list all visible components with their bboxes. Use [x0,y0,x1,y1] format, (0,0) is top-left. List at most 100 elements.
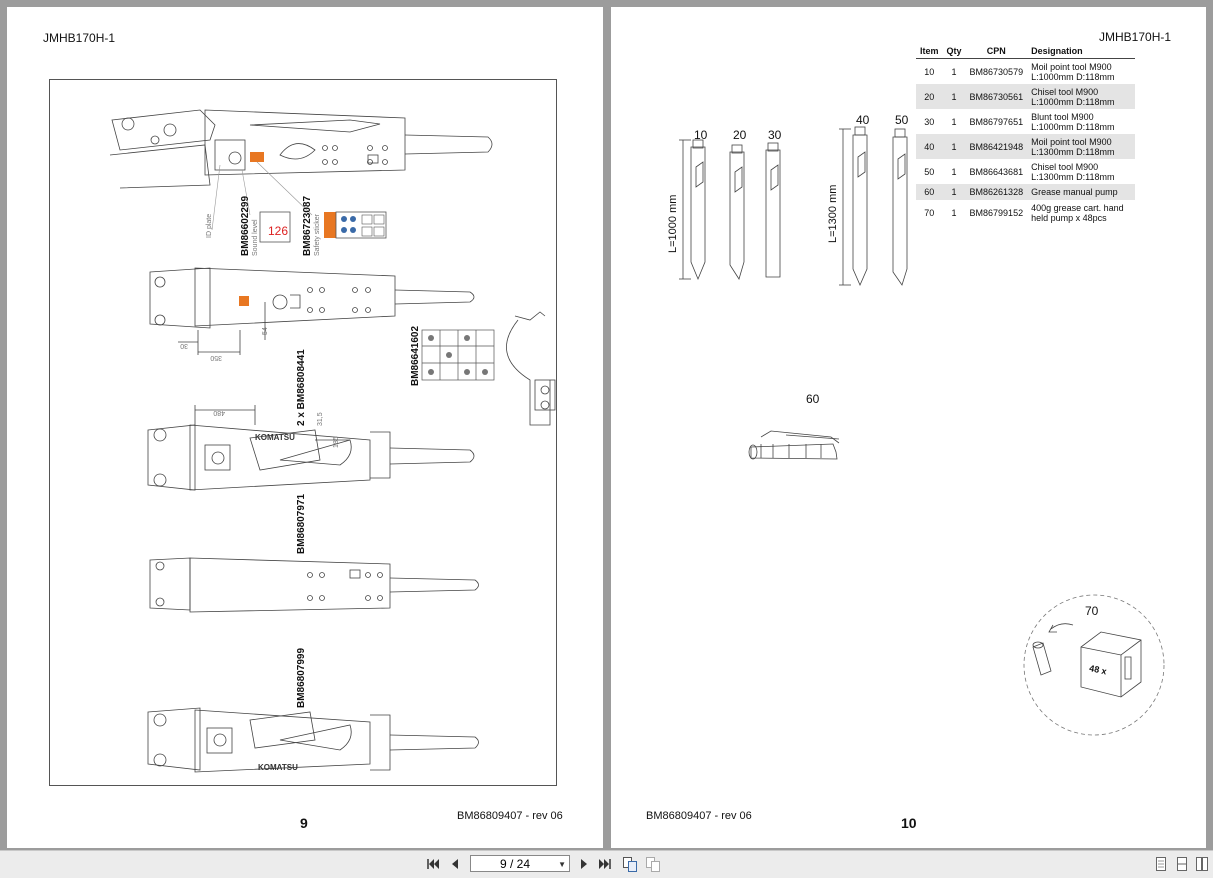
col-designation: Designation [1027,44,1136,59]
page-header: JMHB170H-1 [43,31,116,45]
prev-page-icon [452,859,458,869]
box-quantity-label: 48 x [1088,663,1107,676]
cell-cpn: BM86261328 [965,184,1028,200]
callout-side-decal: BM86807971 [296,493,307,554]
viewer-toolbar: 9 / 24 ▼ [0,850,1213,878]
cell-item: 30 [924,116,935,127]
col-item: Item [916,44,943,59]
table-row: 30 1 BM86797651 Blunt tool M900 L:1000mm… [916,109,1135,134]
brand-logo-top: KOMATSU [255,433,295,442]
page-number: 10 [901,815,917,831]
cell-item: 60 [916,184,943,200]
breaker-view-1: 126 30 350 54 [109,109,556,773]
cell-item: 10 [924,66,935,77]
single-page-view-button[interactable] [1154,856,1168,872]
paste-page-button[interactable] [645,856,661,872]
dim-350: 350 [210,354,222,361]
callout-sound-level: BM86602299 [240,195,251,256]
next-page-icon [581,859,587,869]
dim-185: 185 [333,436,340,448]
table-row: 70 1 BM86799152 400g grease cart. hand h… [916,200,1135,225]
last-page-icon [599,859,611,869]
table-row: 20 1 BM86730561 Chisel tool M900 L:1000m… [916,84,1136,109]
cell-qty: 1 [951,166,957,177]
doc-reference: BM86809407 - rev 06 [646,810,752,822]
sound-level-value: 126 [268,224,288,238]
tool-label-50: 50 [895,113,909,127]
page-selector[interactable]: 9 / 24 ▼ [470,855,570,872]
cell-qty: 1 [951,116,957,127]
doc-reference: BM86809407 - rev 06 [457,810,563,822]
col-cpn: CPN [965,44,1028,59]
decal-drawing-frame: 126 30 350 54 [49,79,557,786]
dim-54: 54 [262,327,269,335]
copy-page-button[interactable] [622,856,638,872]
cell-cpn: BM86799152 [969,207,1024,218]
cell-designation: Moil point tool M900 L:1000mm D:118mm [1031,61,1115,82]
parts-table: Item Qty CPN Designation 10 1 BM86730579… [916,44,1136,225]
table-row: 10 1 BM86730579 Moil point tool M900 L:1… [916,59,1135,85]
single-page-icon [1156,857,1166,871]
callout-bottom-decal: BM86807999 [296,647,307,708]
cartridge-label: 70 [1085,604,1099,618]
tool-label-20: 20 [733,128,747,142]
brand-logo-bottom: KOMATSU [258,763,298,772]
cell-cpn: BM86421948 [965,134,1028,159]
facing-pages-icon [1196,857,1208,871]
cell-cpn: BM86643681 [969,166,1024,177]
first-page-icon [427,859,439,869]
page-indicator: 9 / 24 [499,857,531,871]
table-row: 40 1 BM86421948 Moil point tool M900 L:1… [916,134,1136,159]
facing-view-button[interactable] [1195,856,1209,872]
last-page-button[interactable] [598,856,612,872]
cell-cpn: BM86797651 [969,116,1024,127]
table-header-row: Item Qty CPN Designation [916,44,1136,59]
table-row: 60 1 BM86261328 Grease manual pump [916,184,1136,200]
callout-sound-level-sub: Sound level [252,219,259,256]
dim-31-5: 31,5 [317,412,324,426]
cell-item: 40 [916,134,943,159]
page-header: JMHB170H-1 [1099,30,1172,44]
tool-label-10: 10 [694,128,708,142]
cell-designation: 400g grease cart. hand held pump x 48pcs [1031,202,1124,223]
page-9: JMHB170H-1 [7,7,603,848]
copy-icon [623,857,637,872]
continuous-page-icon [1177,857,1187,871]
continuous-view-button[interactable] [1175,856,1189,872]
callout-logo-decal: 2 x BM86808441 [296,349,307,426]
cell-qty: 1 [951,66,957,77]
cell-cpn: BM86730579 [969,66,1024,77]
cell-designation: Grease manual pump [1027,184,1136,200]
first-page-button[interactable] [426,856,440,872]
cell-designation: Chisel tool M900 L:1000mm D:118mm [1027,84,1136,109]
page-number: 9 [300,815,308,831]
dim-30: 30 [180,342,188,349]
callout-control-decal: BM86641602 [410,325,421,386]
cell-designation: Blunt tool M900 L:1000mm D:118mm [1031,111,1115,132]
pump-label: 60 [806,392,820,406]
next-page-button[interactable] [578,856,590,872]
cell-item: 50 [924,166,935,177]
paste-icon [646,857,660,872]
id-plate-label: ID plate [206,213,213,238]
cell-designation: Moil point tool M900 L:1300mm D:118mm [1027,134,1136,159]
cell-qty: 1 [951,207,957,218]
page-10: JMHB170H-1 Item Qty CPN Designation 10 1… [611,7,1206,848]
cell-qty: 1 [942,184,966,200]
prev-page-button[interactable] [448,856,460,872]
callout-safety-sticker: BM86723087 [302,195,313,256]
cell-designation: Chisel tool M900 L:1300mm D:118mm [1031,161,1115,182]
col-qty: Qty [942,44,966,59]
cell-qty: 1 [942,134,966,159]
dim-480: 480 [213,409,225,416]
cell-item: 70 [924,207,935,218]
tool-drawings: 60 70 48 x [679,126,1165,736]
cell-item: 20 [916,84,943,109]
table-row: 50 1 BM86643681 Chisel tool M900 L:1300m… [916,159,1135,184]
callout-safety-sticker-sub: Safety sticker [314,213,321,256]
dropdown-arrow-icon: ▼ [558,860,566,869]
cell-cpn: BM86730561 [965,84,1028,109]
cell-qty: 1 [942,84,966,109]
tool-label-40: 40 [856,113,870,127]
tool-label-30: 30 [768,128,782,142]
